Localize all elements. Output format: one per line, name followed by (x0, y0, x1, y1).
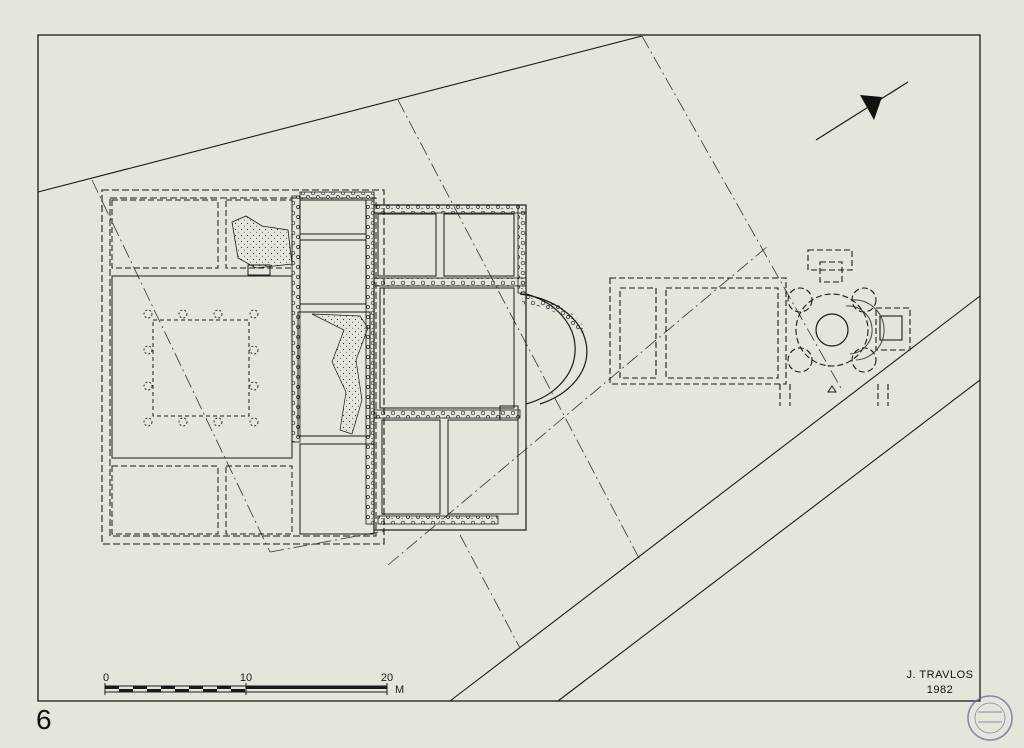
drawing-frame (37, 34, 981, 702)
scale-unit: M (395, 684, 404, 696)
plate-number: 6 (36, 704, 52, 735)
credit-author: J. TRAVLOS (906, 669, 974, 681)
north-arrow-icon (815, 81, 909, 141)
scale-bar: 0 10 20 M (103, 672, 404, 696)
peristyle-columns (143, 309, 259, 427)
credit-year: 1982 (926, 684, 954, 696)
west-complex-plan (101, 189, 385, 545)
boundary-lines (37, 35, 981, 702)
scale-label-0: 0 (103, 672, 109, 684)
archive-stamp-icon (967, 695, 1013, 741)
scale-label-10: 10 (240, 672, 252, 684)
survey-point-icon (827, 385, 837, 393)
central-basilica-plan (373, 204, 588, 531)
credit-block: J. TRAVLOS 1982 (880, 668, 1000, 698)
survey-grid-lines (91, 35, 843, 649)
east-chapel-plan (609, 249, 911, 406)
scale-label-20: 20 (381, 672, 393, 684)
